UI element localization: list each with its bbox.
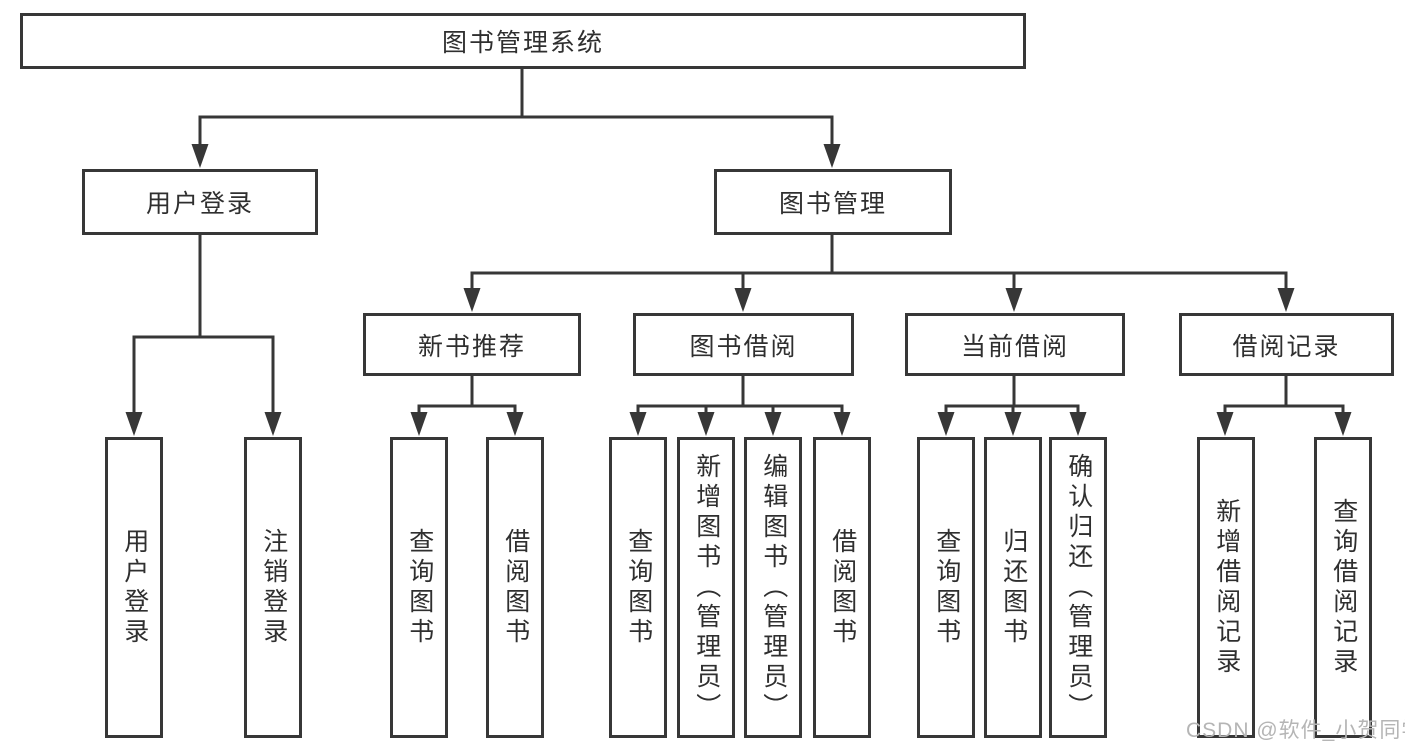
leaf-recommend-borrow-book: 借阅图书 — [486, 437, 544, 738]
leaf-records-query-record: 查询借阅记录 — [1314, 437, 1372, 738]
leaf-current-confirm-return-admin-label: 确认归还（管理员） — [1064, 452, 1093, 723]
node-new-book-recommend: 新书推荐 — [363, 313, 581, 376]
leaf-current-return-book-label: 归还图书 — [999, 527, 1028, 648]
node-root-library-system: 图书管理系统 — [20, 13, 1026, 69]
leaf-current-query-book: 查询图书 — [917, 437, 975, 738]
node-borrow-records: 借阅记录 — [1179, 313, 1394, 376]
leaf-borrow-query-book-label: 查询图书 — [624, 527, 653, 648]
connector-borrow-records-branch — [1216, 374, 1352, 436]
leaf-borrow-borrow-book-label: 借阅图书 — [828, 527, 857, 648]
node-book-management: 图书管理 — [714, 169, 952, 235]
connector-current-borrow-branch — [937, 374, 1087, 436]
leaf-current-query-book-label: 查询图书 — [932, 527, 961, 648]
leaf-borrow-add-book-admin: 新增图书（管理员） — [677, 437, 735, 738]
connector-book-mgmt-to-level3 — [463, 233, 1295, 312]
connector-new-book-rec-branch — [410, 374, 524, 436]
csdn-watermark: CSDN @软件_小贺同学 — [1186, 719, 1405, 742]
leaf-borrow-query-book: 查询图书 — [609, 437, 667, 738]
leaf-records-query-record-label: 查询借阅记录 — [1329, 497, 1358, 678]
node-book-borrow: 图书借阅 — [633, 313, 854, 376]
leaf-records-add-record: 新增借阅记录 — [1197, 437, 1255, 738]
leaf-recommend-query-book: 查询图书 — [390, 437, 448, 738]
leaf-recommend-query-book-label: 查询图书 — [405, 527, 434, 648]
leaf-borrow-edit-book-admin: 编辑图书（管理员） — [744, 437, 802, 738]
connector-book-borrow-branch — [629, 374, 851, 436]
leaf-borrow-borrow-book: 借阅图书 — [813, 437, 871, 738]
node-current-borrow: 当前借阅 — [905, 313, 1125, 376]
leaf-records-add-record-label: 新增借阅记录 — [1212, 497, 1241, 678]
connector-root-to-level2 — [191, 67, 841, 168]
leaf-current-confirm-return-admin: 确认归还（管理员） — [1049, 437, 1107, 738]
leaf-borrow-edit-book-admin-label: 编辑图书（管理员） — [759, 452, 788, 723]
connector-user-login-branch — [125, 233, 282, 436]
leaf-logout-label: 注销登录 — [259, 527, 288, 648]
node-user-login: 用户登录 — [82, 169, 318, 235]
leaf-logout: 注销登录 — [244, 437, 302, 738]
leaf-user-login-label: 用户登录 — [120, 527, 149, 648]
leaf-user-login: 用户登录 — [105, 437, 163, 738]
leaf-current-return-book: 归还图书 — [984, 437, 1042, 738]
leaf-borrow-add-book-admin-label: 新增图书（管理员） — [692, 452, 721, 723]
leaf-recommend-borrow-book-label: 借阅图书 — [501, 527, 530, 648]
